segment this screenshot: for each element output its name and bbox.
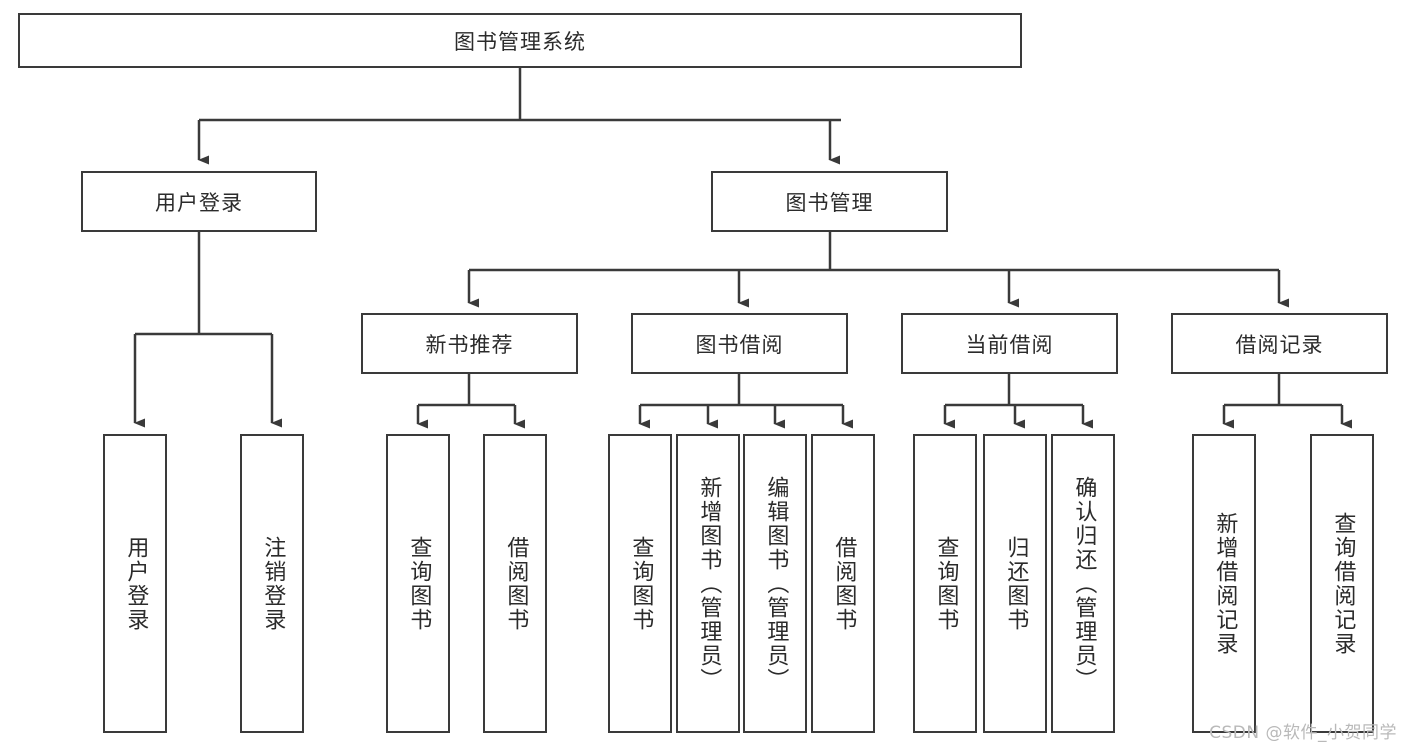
node-leaf-borrow-book-1-label: 借阅图书 xyxy=(503,535,529,632)
node-new-book-recommend-label: 新书推荐 xyxy=(425,332,514,357)
node-leaf-add-borrow-record-label: 新增借阅记录 xyxy=(1212,511,1238,656)
node-leaf-query-borrow-record-label: 查询借阅记录 xyxy=(1330,511,1356,656)
node-leaf-add-book[interactable]: 新增图书（管理员） xyxy=(676,434,740,733)
node-current-borrow-label: 当前借阅 xyxy=(965,332,1054,357)
node-leaf-confirm-return[interactable]: 确认归还（管理员） xyxy=(1051,434,1115,733)
node-leaf-return-book[interactable]: 归还图书 xyxy=(983,434,1047,733)
node-leaf-edit-book-label: 编辑图书（管理员） xyxy=(763,475,789,692)
node-user-login-label: 用户登录 xyxy=(155,190,243,215)
node-leaf-edit-book[interactable]: 编辑图书（管理员） xyxy=(743,434,807,733)
node-leaf-borrow-book-1[interactable]: 借阅图书 xyxy=(483,434,547,733)
node-leaf-add-book-label: 新增图书（管理员） xyxy=(696,475,722,692)
node-leaf-confirm-return-label: 确认归还（管理员） xyxy=(1071,475,1097,692)
node-leaf-borrow-book-2[interactable]: 借阅图书 xyxy=(811,434,875,733)
node-leaf-user-login[interactable]: 用户登录 xyxy=(103,434,167,733)
csdn-watermark: CSDN @软件_小贺同学 xyxy=(1209,723,1397,743)
node-leaf-query-book-3-label: 查询图书 xyxy=(933,535,959,632)
node-user-login[interactable]: 用户登录 xyxy=(81,171,317,232)
node-leaf-user-logout[interactable]: 注销登录 xyxy=(240,434,304,733)
node-current-borrow[interactable]: 当前借阅 xyxy=(901,313,1118,374)
node-leaf-query-book-1-label: 查询图书 xyxy=(406,535,432,632)
node-leaf-query-book-3[interactable]: 查询图书 xyxy=(913,434,977,733)
node-root-label: 图书管理系统 xyxy=(454,29,586,54)
node-book-manage[interactable]: 图书管理 xyxy=(711,171,948,232)
node-book-borrow[interactable]: 图书借阅 xyxy=(631,313,848,374)
node-borrow-record[interactable]: 借阅记录 xyxy=(1171,313,1388,374)
node-leaf-query-book-2[interactable]: 查询图书 xyxy=(608,434,672,733)
node-leaf-return-book-label: 归还图书 xyxy=(1003,535,1029,632)
node-borrow-record-label: 借阅记录 xyxy=(1235,332,1324,357)
node-book-manage-label: 图书管理 xyxy=(785,190,874,215)
node-root[interactable]: 图书管理系统 xyxy=(18,13,1022,68)
node-new-book-recommend[interactable]: 新书推荐 xyxy=(361,313,578,374)
node-leaf-query-borrow-record[interactable]: 查询借阅记录 xyxy=(1310,434,1374,733)
node-leaf-query-book-2-label: 查询图书 xyxy=(628,535,654,632)
node-leaf-query-book-1[interactable]: 查询图书 xyxy=(386,434,450,733)
node-leaf-borrow-book-2-label: 借阅图书 xyxy=(831,535,857,632)
node-book-borrow-label: 图书借阅 xyxy=(695,332,784,357)
node-leaf-user-login-label: 用户登录 xyxy=(123,535,149,632)
node-leaf-user-logout-label: 注销登录 xyxy=(260,535,286,632)
node-leaf-add-borrow-record[interactable]: 新增借阅记录 xyxy=(1192,434,1256,733)
